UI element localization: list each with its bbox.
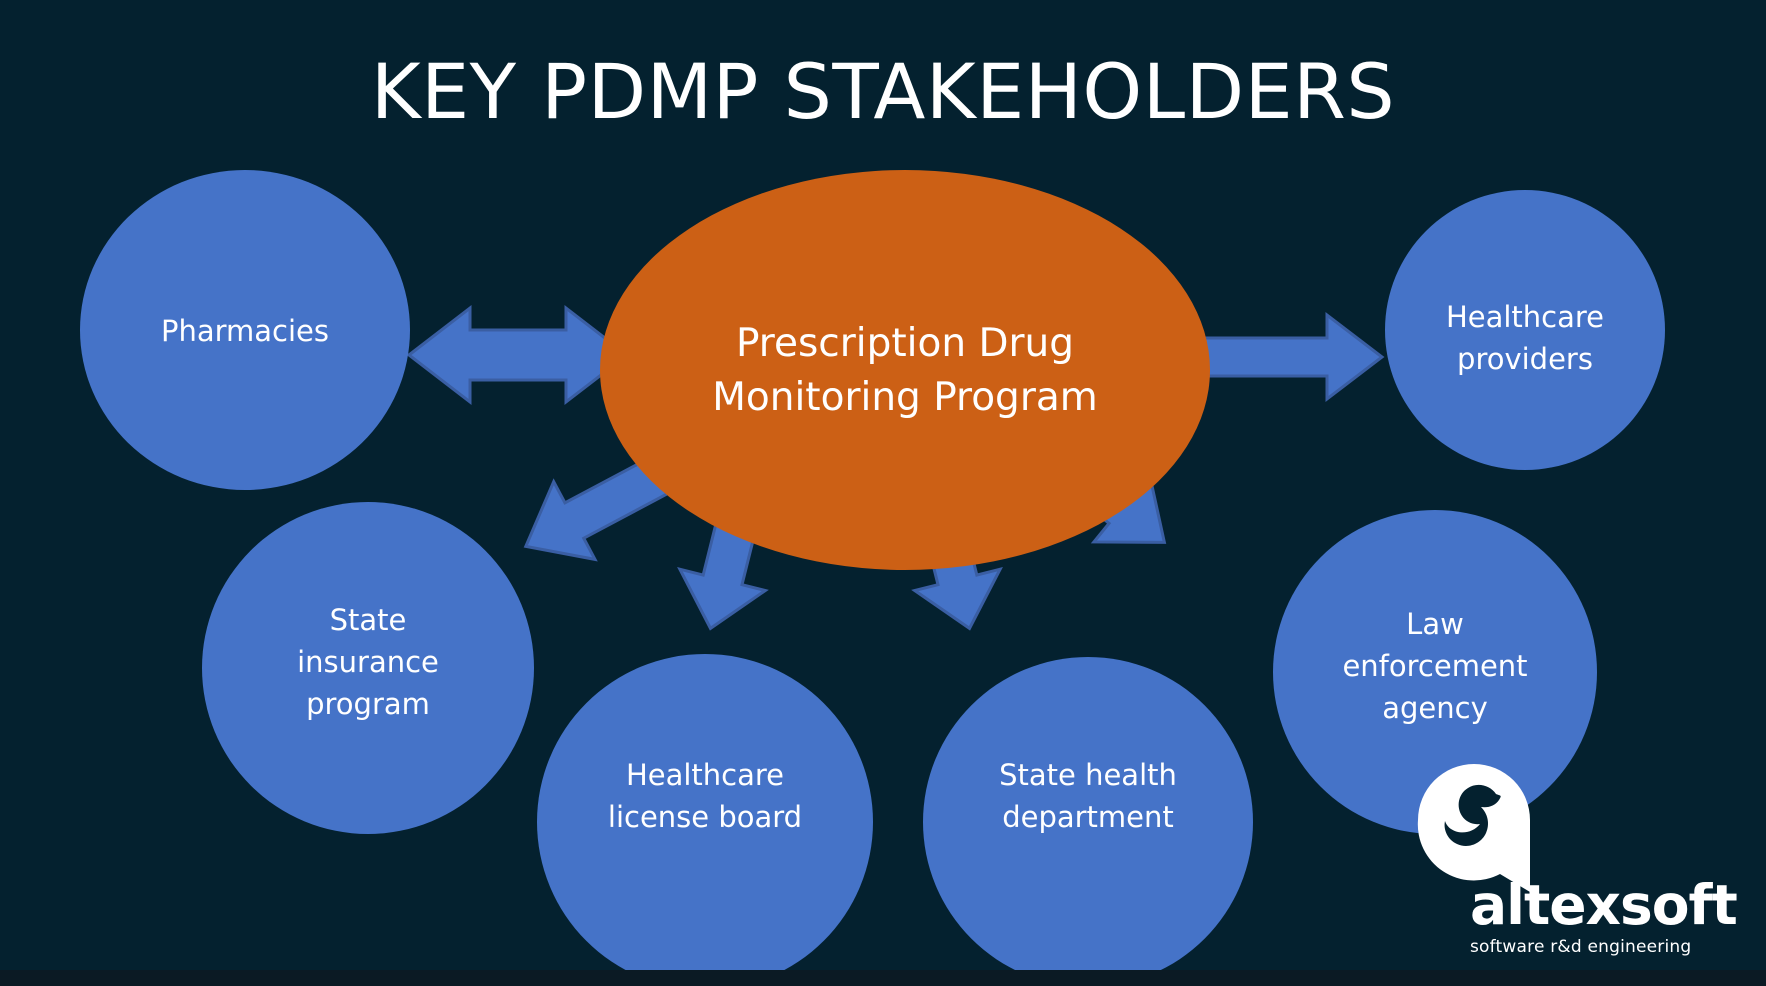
page-title: KEY PDMP STAKEHOLDERS [371, 47, 1395, 136]
node-label-state-insurance-program-line-1: State [330, 603, 407, 637]
node-label-law-enforcement-agency-line-2: enforcement [1342, 649, 1527, 683]
node-healthcare-license-board[interactable]: Healthcare license board [537, 654, 873, 986]
hub-ellipse [600, 170, 1210, 570]
node-label-healthcare-providers-line-2: providers [1457, 342, 1593, 376]
altexsoft-tagline: software r&d engineering [1470, 937, 1691, 957]
node-circle-state-insurance-program [202, 502, 534, 834]
node-circle-state-health-department [923, 657, 1253, 986]
node-circle-law-enforcement-agency [1273, 510, 1597, 834]
node-circle-pharmacies [80, 170, 410, 490]
node-circle-healthcare-license-board [537, 654, 873, 986]
altexsoft-logo[interactable]: altexsoft software r&d engineering [1417, 764, 1738, 957]
node-state-insurance-program[interactable]: State insurance program [202, 502, 534, 834]
node-label-healthcare-providers-line-1: Healthcare [1446, 300, 1604, 334]
node-label-state-health-department-line-2: department [1002, 800, 1174, 834]
altexsoft-wordmark: altexsoft [1470, 873, 1737, 937]
node-label-healthcare-license-board-line-2: license board [608, 800, 802, 834]
hub-label-line-1: Prescription Drug [736, 321, 1074, 366]
altexsoft-speech-bubble-mark-icon [1417, 764, 1530, 892]
node-healthcare-providers[interactable]: Healthcare providers [1385, 190, 1665, 470]
node-circle-healthcare-providers [1385, 190, 1665, 470]
node-label-state-health-department-line-1: State health [999, 758, 1177, 792]
node-pharmacies[interactable]: Pharmacies [80, 170, 410, 490]
node-label-law-enforcement-agency-line-3: agency [1382, 691, 1488, 725]
node-label-healthcare-license-board-line-1: Healthcare [626, 758, 784, 792]
node-label-state-insurance-program-line-2: insurance [297, 645, 439, 679]
bottom-edge-strip [0, 970, 1766, 986]
node-state-health-department[interactable]: State health department [923, 657, 1253, 986]
node-law-enforcement-agency[interactable]: Law enforcement agency [1273, 510, 1597, 834]
node-label-pharmacies-line-1: Pharmacies [161, 314, 329, 348]
hub-label-line-2: Monitoring Program [712, 375, 1098, 420]
node-label-law-enforcement-agency-line-1: Law [1406, 607, 1464, 641]
altexsoft-mark-glyph-icon [1444, 784, 1501, 846]
hub-node-prescription-drug-monitoring-program[interactable]: Prescription Drug Monitoring Program [600, 170, 1210, 570]
node-label-state-insurance-program-line-3: program [306, 687, 430, 721]
